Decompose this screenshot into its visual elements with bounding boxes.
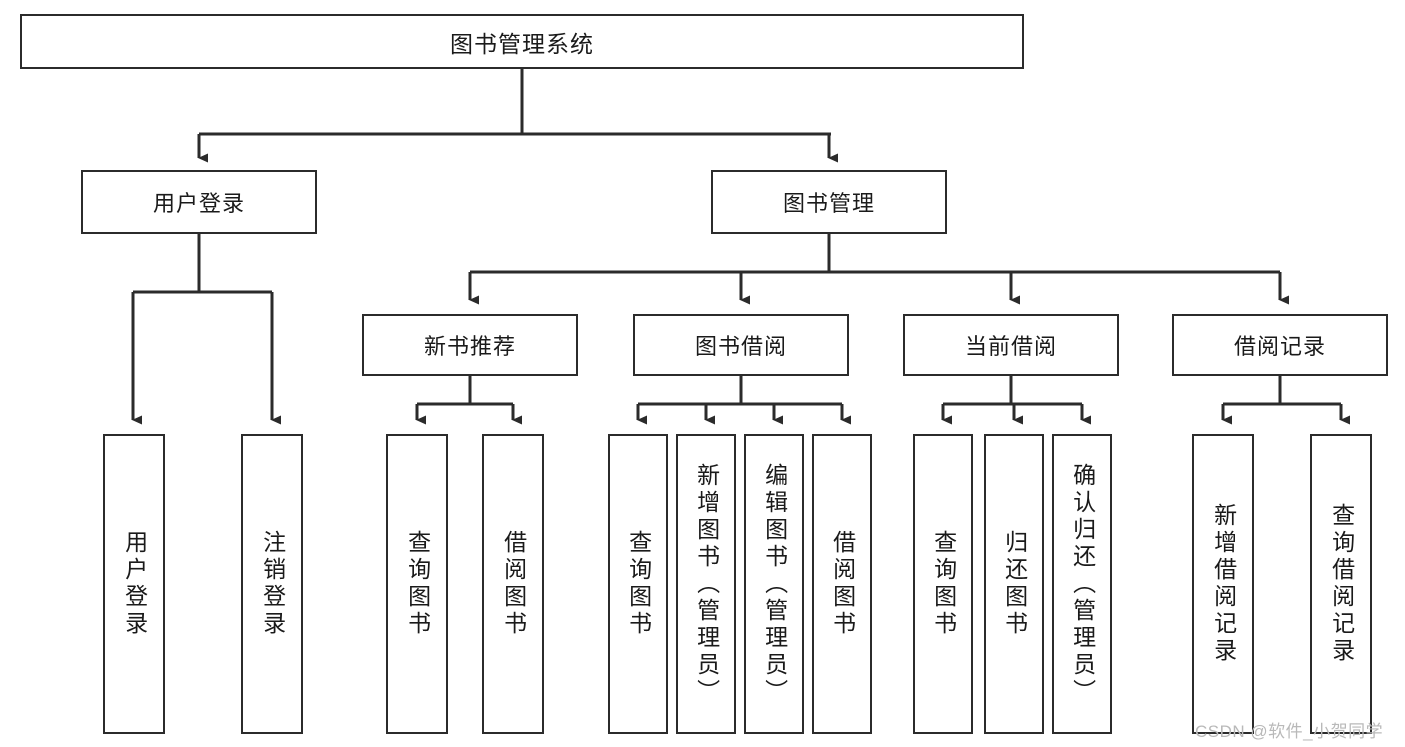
node-label: 归还图书 [1001,530,1028,638]
node-label: 图书借阅 [694,334,787,359]
node-label: 确认归还（管理员） [1069,462,1096,706]
node-label: 查询图书 [404,530,431,638]
node-leaf-borrow-book[interactable]: 借阅图书 [812,434,872,734]
node-label: 图书管理 [782,191,875,216]
node-label: 新增借阅记录 [1210,503,1237,665]
node-borrow-record[interactable]: 借阅记录 [1172,314,1388,376]
node-leaf-add-book-admin[interactable]: 新增图书（管理员） [676,434,736,734]
node-label: 查询图书 [930,530,957,638]
node-label: 当前借阅 [964,334,1057,359]
node-label: 编辑图书（管理员） [761,462,788,706]
node-leaf-query-book-borrow[interactable]: 查询图书 [608,434,668,734]
node-label: 查询借阅记录 [1328,503,1355,665]
node-leaf-logout-login[interactable]: 注销登录 [241,434,303,734]
node-current-borrow[interactable]: 当前借阅 [903,314,1119,376]
node-book-borrow[interactable]: 图书借阅 [633,314,849,376]
node-new-book-recommend[interactable]: 新书推荐 [362,314,578,376]
node-label: 借阅记录 [1233,334,1326,359]
node-user-login[interactable]: 用户登录 [81,170,317,234]
node-leaf-add-borrow-record[interactable]: 新增借阅记录 [1192,434,1254,734]
node-label: 用户登录 [121,530,148,638]
node-root-system[interactable]: 图书管理系统 [20,14,1024,69]
node-book-manage[interactable]: 图书管理 [711,170,947,234]
node-label: 新增图书（管理员） [693,462,720,706]
node-leaf-confirm-return-admin[interactable]: 确认归还（管理员） [1052,434,1112,734]
node-label: 借阅图书 [500,530,527,638]
node-label: 注销登录 [259,530,286,638]
node-label: 图书管理系统 [450,30,594,57]
node-leaf-borrow-book-recommend[interactable]: 借阅图书 [482,434,544,734]
node-leaf-user-login[interactable]: 用户登录 [103,434,165,734]
node-leaf-query-book-recommend[interactable]: 查询图书 [386,434,448,734]
node-leaf-edit-book-admin[interactable]: 编辑图书（管理员） [744,434,804,734]
node-label: 用户登录 [152,191,245,216]
node-label: 新书推荐 [423,334,516,359]
watermark-credit: CSDN @软件_小贺同学 [1195,722,1384,741]
node-leaf-query-borrow-record[interactable]: 查询借阅记录 [1310,434,1372,734]
node-leaf-query-book-current[interactable]: 查询图书 [913,434,973,734]
node-label: 借阅图书 [829,530,856,638]
node-leaf-return-book[interactable]: 归还图书 [984,434,1044,734]
node-label: 查询图书 [625,530,652,638]
